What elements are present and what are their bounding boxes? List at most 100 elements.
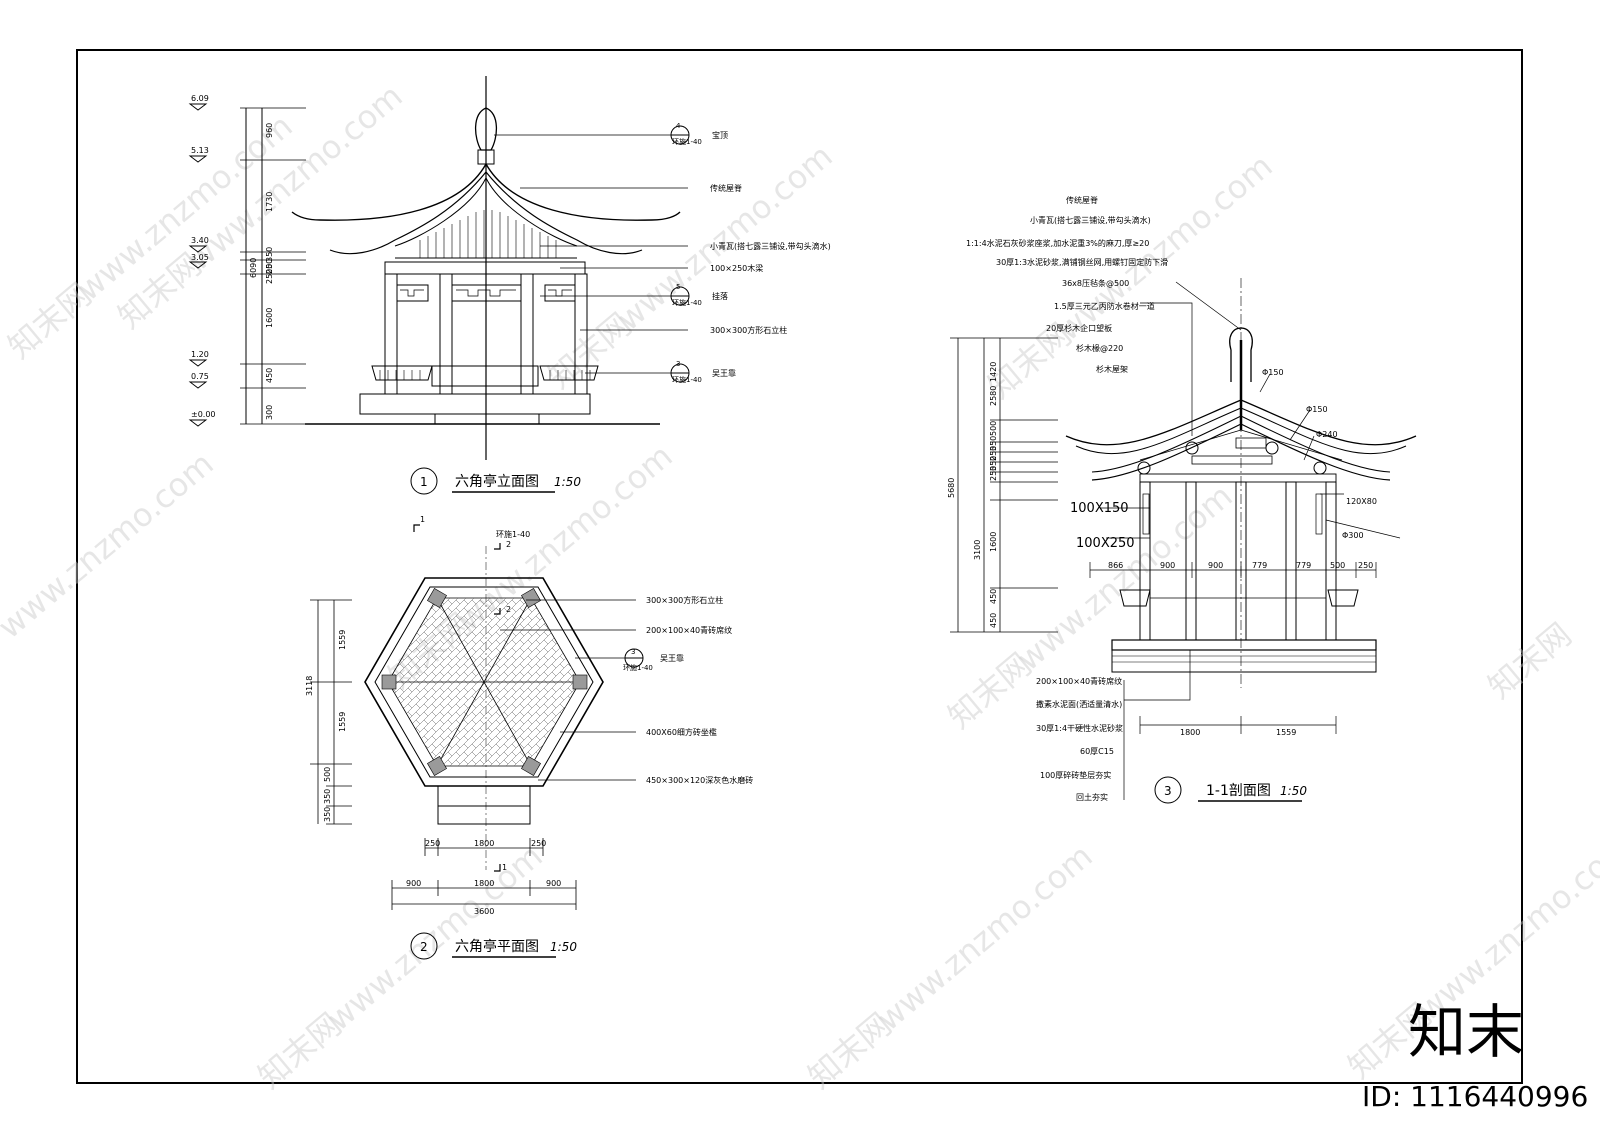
member-label: 100X250 <box>1076 536 1135 551</box>
roof-note: 小青瓦(搭七露三铺设,带勾头滴水) <box>1030 215 1151 225</box>
watermark-site: www.znzmo.com <box>0 445 221 647</box>
floor-note: 撒素水泥面(洒适量清水) <box>1036 699 1122 709</box>
elevation-view <box>188 76 690 495</box>
brand-logo: 知末 <box>1408 998 1524 1066</box>
view-scale: 1:50 <box>550 940 577 954</box>
view-scale: 1:50 <box>554 475 581 489</box>
dim-text: 1559 <box>338 712 347 732</box>
note: 宝顶 <box>712 130 728 140</box>
dim-text: 3100 <box>973 540 982 560</box>
floor-note: 回土夯实 <box>1076 792 1108 802</box>
note: 300×300方形石立柱 <box>646 595 723 605</box>
dim-text: 500 <box>989 421 998 436</box>
member-label: Φ150 <box>1306 405 1328 414</box>
dim-total: 5680 <box>947 478 956 498</box>
level-label: 6.09 <box>191 94 209 103</box>
elevation-text: 6.09 5.13 3.40 3.05 1.20 0.75 ±0.00 960 … <box>191 94 831 490</box>
detail-num: 5 <box>676 283 680 291</box>
level-label: 0.75 <box>191 372 209 381</box>
member-label: 120X80 <box>1346 497 1377 506</box>
plan-text: 1 2 环施1-40 2 1 3 环施1-40 300×300方形石立柱 200… <box>305 515 753 955</box>
floor-note: 100厚碎砖垫层夯实 <box>1040 770 1111 780</box>
note: 300×300方形石立柱 <box>710 325 787 335</box>
dim-text: 300 <box>265 405 274 420</box>
view-number: 1 <box>420 475 428 489</box>
dim-text: 2580 <box>989 386 998 406</box>
section-mark: 2 <box>506 605 511 614</box>
level-label: 3.05 <box>191 253 209 262</box>
detail-num: 3 <box>631 648 635 656</box>
dim-text: 250 <box>531 839 546 848</box>
note: 挂落 <box>712 291 728 301</box>
dim-total: 3118 <box>305 676 314 696</box>
roof-note: 30厚1:3水泥砂浆,满铺钢丝网,用螺钉固定防下滑 <box>996 257 1168 267</box>
roof-note: 1:1:4水泥石灰砂浆座浆,加水泥重3%的麻刀,厚≥20 <box>966 238 1149 248</box>
dim-text: 350 <box>989 436 998 451</box>
note: 吴王靠 <box>660 653 684 663</box>
detail-ref: 环施1-40 <box>672 137 702 146</box>
dim-total: 3600 <box>474 907 494 916</box>
dim-text: 2500 <box>265 264 274 284</box>
dim-text: 250 <box>1358 561 1373 570</box>
detail-ref: 环施1-40 <box>672 298 702 307</box>
watermark-brand: 知末网 <box>1481 615 1579 706</box>
member-label: Φ240 <box>1316 430 1338 439</box>
dim-text: 250 <box>265 259 274 274</box>
dim-text: 900 <box>406 879 421 888</box>
roof-note: 20厚杉木企口望板 <box>1046 323 1112 333</box>
dim-text: 900 <box>546 879 561 888</box>
view-scale: 1:50 <box>1280 784 1307 798</box>
detail-num: 3 <box>676 360 680 368</box>
dim-text: 500 <box>1330 561 1345 570</box>
section-mark: 2 <box>506 540 511 549</box>
plan-view <box>310 524 644 960</box>
dim-text: 350 <box>323 807 332 822</box>
dim-text: 350 <box>265 247 274 262</box>
detail-ref: 环施1-40 <box>672 375 702 384</box>
roof-note: 传统屋脊 <box>1066 195 1098 205</box>
dim-text: 250 <box>989 466 998 481</box>
view-number: 2 <box>420 940 428 954</box>
dim-text: 500 <box>323 767 332 782</box>
dim-text: 1800 <box>1180 728 1200 737</box>
note: 吴王靠 <box>712 368 736 378</box>
note: 200×100×40青砖席纹 <box>646 625 732 635</box>
member-label: Φ300 <box>1342 531 1364 540</box>
dim-text: 450 <box>989 589 998 604</box>
dim-text: 900 <box>1160 561 1175 570</box>
floor-note: 200×100×40青砖席纹 <box>1036 676 1122 686</box>
roof-note: 杉木屋架 <box>1096 364 1128 374</box>
roof-note: 36x8压毡条@500 <box>1062 278 1129 288</box>
dim-text: 1600 <box>989 532 998 552</box>
note: 400X60细方砖坐檻 <box>646 727 717 737</box>
member-label: Φ150 <box>1262 368 1284 377</box>
dim-text: 779 <box>1252 561 1267 570</box>
member-label: 100X150 <box>1070 501 1129 516</box>
dim-text: 450 <box>989 613 998 628</box>
view-title: 六角亭立面图 <box>455 473 539 490</box>
dim-total: 6090 <box>249 258 258 278</box>
detail-num: 4 <box>676 122 681 130</box>
dim-text: 900 <box>1208 561 1223 570</box>
dim-text: 1800 <box>474 839 494 848</box>
dim-text: 1559 <box>1276 728 1296 737</box>
watermark-site: www.znzmo.com <box>320 837 550 1039</box>
level-label: 1.20 <box>191 350 209 359</box>
dim-text: 1800 <box>474 879 494 888</box>
level-label: 3.40 <box>191 236 209 245</box>
floor-note: 60厚C15 <box>1080 747 1114 756</box>
note: 传统屋脊 <box>710 183 742 193</box>
watermark-site: www.znzmo.com <box>610 137 840 339</box>
dim-text: 1730 <box>265 192 274 212</box>
dim-text: 866 <box>1108 561 1123 570</box>
detail-ref: 环施1-40 <box>623 663 653 672</box>
dim-text: 960 <box>265 123 274 138</box>
image-id: ID: 1116440996 <box>1362 1080 1588 1113</box>
section-view <box>950 278 1417 804</box>
dim-text: 1420 <box>989 362 998 382</box>
dim-text: 1600 <box>265 308 274 328</box>
roof-note: 杉木椽@220 <box>1076 343 1123 353</box>
dim-text: 779 <box>1296 561 1311 570</box>
